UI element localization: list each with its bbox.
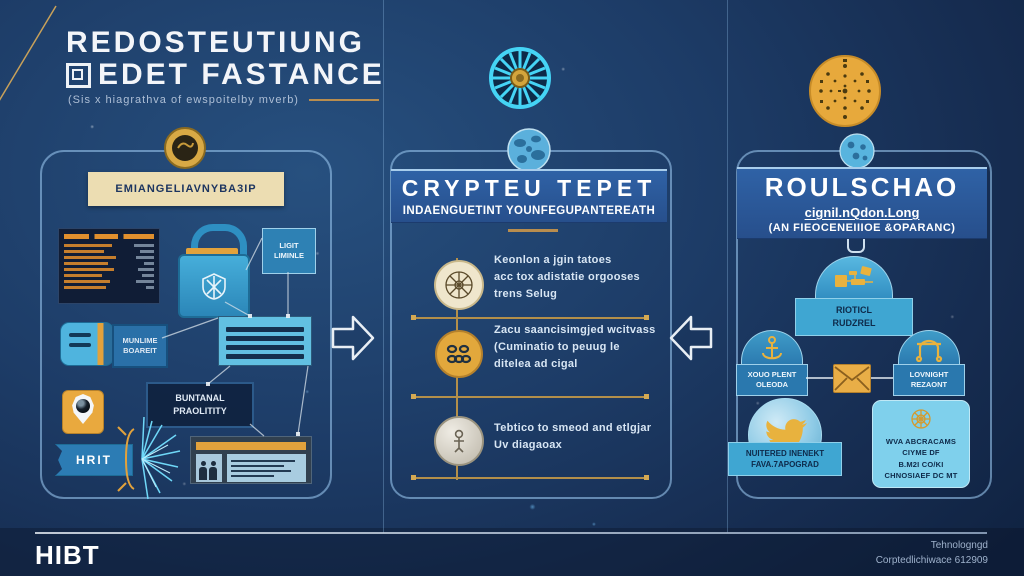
right-panel-subtitle2: (AN FIEOCENEIIIOE &OPARANC) xyxy=(768,222,956,234)
person-silhouettes-icon xyxy=(196,454,222,482)
figure-coin-icon xyxy=(434,416,484,466)
info-box: WVA ABCRACAMS CIYME DF B.M2I CO/KI CHNOS… xyxy=(872,400,970,488)
gear-wheel-icon xyxy=(489,47,551,109)
footer-right-text: Tehnologngd Corptedlichiwace 612909 xyxy=(876,538,988,568)
twitter-banner-line1: NUITERED INENEKT xyxy=(745,448,825,458)
info-line4: CHNOSIAEF DC MT xyxy=(884,470,958,480)
footer-right-line2: Corptedlichiwace 612909 xyxy=(875,555,988,566)
right-panel-subtitle1: cignil.nQdon.Long xyxy=(804,205,920,220)
buntanal-box: BUNTANAL PRAOLITITY xyxy=(146,382,254,428)
buntanal-line1: BUNTANAL xyxy=(175,393,225,404)
arrow-left-icon xyxy=(669,315,713,361)
ligit-box: LIGIT LIMINLE xyxy=(262,228,316,274)
notice-line2: RUDZREL xyxy=(832,318,876,328)
gold-coin-icon xyxy=(164,127,206,169)
mandala-icon xyxy=(911,409,931,429)
ligit-line1: LIGIT xyxy=(279,240,299,250)
right-node-line1: LOVNIGHT xyxy=(909,369,949,379)
center-panel-subtitle: INDAENGUETINT YOUNFEGUPANTEREATH xyxy=(402,205,656,217)
info-line3: B.M2I CO/KI xyxy=(898,459,944,469)
right-panel-title: ROULSCHAO xyxy=(764,172,960,202)
munlime-line1: MUNLIME xyxy=(122,335,158,345)
main-title-line2: EDET FASTANCE xyxy=(98,58,385,91)
ribbon-label: EMIANGELIAVNYBA3IP xyxy=(115,183,257,195)
twitter-banner-line2: FAVA.7APOGRAD xyxy=(751,460,819,469)
decorative-diagonal-line xyxy=(0,5,57,101)
padlock-gold-band xyxy=(186,248,238,256)
timeline-text-3: Tebtico to smeod and etlgjar Uv diagaoax xyxy=(494,422,652,452)
main-subtitle: (Sis x hiagrathva of ewspoitelby mverb) xyxy=(68,94,299,106)
burst-icon xyxy=(117,416,181,500)
left-node-line2: OLEODA xyxy=(755,380,789,389)
timeline-divider-3 xyxy=(411,475,649,480)
bottom-shade xyxy=(0,528,1024,576)
main-title-line1: REDOSTEUTIUNG xyxy=(66,26,366,59)
hrit-label: HRIT xyxy=(76,453,112,467)
ligit-line2: LIMINLE xyxy=(274,251,304,260)
left-node-box: XOUO PLENT OLEODA xyxy=(736,364,808,396)
timeline-text-2: Zacu saancisimgjed wcitvass (Cuminatio t… xyxy=(494,324,656,371)
padlock-shackle xyxy=(191,224,247,265)
munlime-box: MUNLIME BOAREIT xyxy=(112,324,168,368)
network-coin-icon xyxy=(434,260,484,310)
section-divider-left xyxy=(383,0,384,533)
canister-icon xyxy=(60,322,114,366)
envelope-icon xyxy=(833,364,871,393)
info-line2: CIYME DF xyxy=(902,448,940,458)
timeline-divider-1 xyxy=(411,315,649,320)
center-panel-header: CRYPTEU TEPET INDAENGUETINT YOUNFEGUPANT… xyxy=(391,169,667,223)
arch-icon xyxy=(915,339,943,362)
chain-links-coin-icon xyxy=(435,330,483,378)
id-card-icon xyxy=(190,436,312,484)
title-glyph-icon xyxy=(66,62,91,88)
left-panel-ribbon: EMIANGELIAVNYBA3IP xyxy=(88,172,284,206)
notice-line1: RIOTICL xyxy=(836,305,872,316)
dotted-coin-icon xyxy=(809,55,881,127)
hrit-banner: HRIT xyxy=(55,444,133,476)
right-node-line2: REZAONT xyxy=(910,380,948,389)
gold-underline xyxy=(308,99,379,101)
sphere-icon xyxy=(839,133,875,169)
footer-right-line1: Tehnologngd xyxy=(930,540,988,551)
center-panel-title: CRYPTEU TEPET xyxy=(401,175,657,201)
notice-box: RIOTICL RUDZREL xyxy=(795,298,913,336)
section-divider-right xyxy=(727,0,728,533)
camera-pin-icon xyxy=(62,390,104,434)
timeline-text-1: Keonlon a jgin tatoes acc tox adistatie … xyxy=(494,254,640,301)
timeline-divider-2 xyxy=(411,394,649,399)
ledger-icon xyxy=(58,228,160,304)
right-panel-header: ROULSCHAO cignil.nQdon.Long (AN FIEOCENE… xyxy=(737,167,987,239)
header-connector xyxy=(847,239,865,253)
twitter-banner: NUITERED INENEKT FAVA.7APOGRAD xyxy=(728,442,842,476)
footer-divider xyxy=(35,532,987,534)
buntanal-line2: PRAOLITITY xyxy=(173,406,227,416)
right-node-box: LOVNIGHT REZAONT xyxy=(893,364,965,396)
center-header-underline xyxy=(508,229,558,232)
lined-document-box xyxy=(218,316,312,366)
arrow-right-icon xyxy=(331,315,375,361)
footer-brand: HIBT xyxy=(35,540,100,570)
left-node-line1: XOUO PLENT xyxy=(747,369,797,379)
globe-icon xyxy=(507,128,551,172)
munlime-line2: BOAREIT xyxy=(123,346,157,355)
info-line1: WVA ABCRACAMS xyxy=(885,437,957,446)
padlock-icon xyxy=(178,254,250,318)
anchor-icon xyxy=(762,336,782,360)
